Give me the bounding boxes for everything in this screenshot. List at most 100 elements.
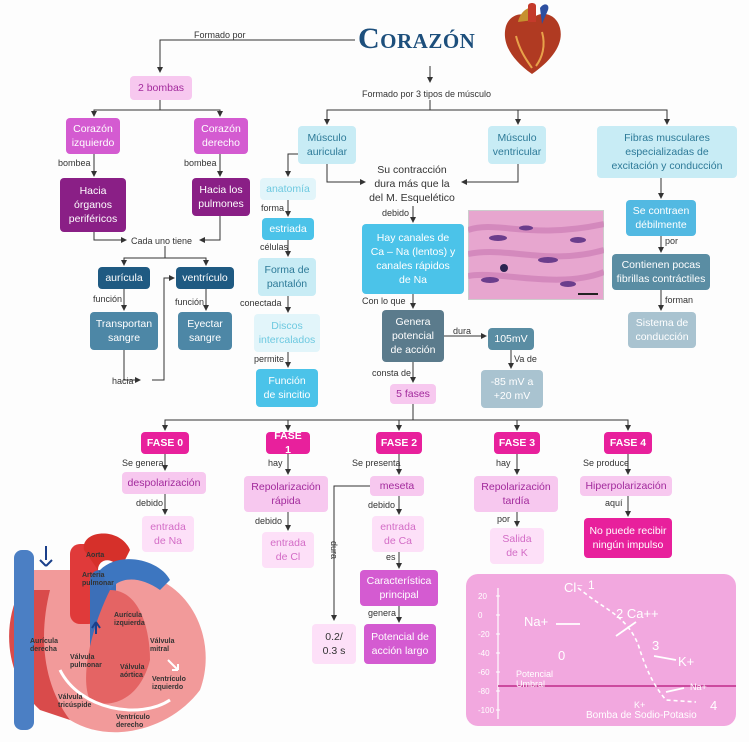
ap-label-three: 3: [652, 638, 660, 653]
label-conectada: conectada: [240, 298, 282, 308]
ap-label-cl: Cl⁻: [564, 580, 584, 595]
label-formado-3: Formado por 3 tipos de músculo: [362, 89, 492, 99]
label-genera: genera: [368, 608, 397, 618]
connector-line: [152, 275, 175, 381]
heart-label-auricula-derecha: Aurícula derecha: [30, 638, 59, 653]
node-entrada-cl: entrada de Cl: [262, 532, 314, 568]
node-potencial-largo: Potencial de acción largo: [364, 624, 436, 664]
node-105mv: 105mV: [488, 328, 534, 350]
label-con-lo-que: Con lo que: [362, 296, 406, 306]
label-se-presenta: Se presenta: [352, 458, 401, 468]
connector-line: [160, 109, 223, 117]
node-discos-intercalados: Discos intercalados: [254, 314, 320, 352]
heart-label-auricula-izquierda: Aurícula izquierda: [114, 612, 145, 627]
heart-label-ventriculo-izquierdo: Ventrículo izquierdo: [152, 676, 186, 691]
node-fase-0: FASE 0: [141, 432, 189, 454]
ap-curve: [577, 587, 697, 703]
node-caracteristica-principal: Característica principal: [360, 570, 438, 606]
muscle-histology-image: [468, 210, 604, 300]
label-funcion-1: función: [93, 294, 123, 304]
heart-label-valvula-tricuspide: Válvula tricúspide: [58, 694, 92, 709]
label-se-produce: Se produce: [583, 458, 630, 468]
node-contraccion: Su contracción dura más que la del M. Es…: [369, 163, 455, 205]
connector-line: [324, 100, 431, 125]
label-es: es: [386, 552, 396, 562]
ap-tick-label: 20: [478, 592, 487, 601]
node-fase-3: FASE 3: [494, 432, 540, 454]
node-rango-mv: -85 mV a +20 mV: [481, 370, 543, 408]
node-hacia-organos: Hacia órganos periféricos: [60, 178, 126, 232]
node-entrada-na: entrada de Na: [142, 516, 194, 552]
heart-label-arteria-pulmonar: Arteria pulmonar: [82, 572, 114, 587]
label-cada-uno: Cada uno tiene: [131, 236, 193, 246]
node-repolarizacion-rapida: Repolarización rápida: [244, 476, 328, 512]
label-por-3: por: [497, 514, 511, 524]
connector-line: [413, 419, 631, 431]
node-transportan-sangre: Transportan sangre: [90, 312, 158, 350]
connector-line: [396, 419, 413, 431]
heart-label-ventriculo-derecho: Ventrículo derecho: [116, 714, 150, 729]
ap-label-na-right: Na+: [690, 682, 707, 692]
node-repolarizacion-tardia: Repolarización tardía: [474, 476, 558, 512]
label-debido-1: debido: [255, 516, 283, 526]
node-duracion: 0.2/ 0.3 s: [312, 624, 356, 664]
node-fase-4: FASE 4: [604, 432, 652, 454]
heart-illustration: [504, 3, 561, 74]
ap-label-four: 4: [710, 698, 718, 713]
label-debido-2: debido: [368, 500, 396, 510]
connector-line: [413, 419, 520, 431]
node-eyectar-sangre: Eyectar sangre: [178, 312, 232, 350]
node-estriada: estriada: [262, 218, 314, 240]
label-hacia: hacia: [112, 376, 134, 386]
ap-label-k-bottom: K+: [634, 700, 646, 710]
node-musculo-auricular: Músculo auricular: [298, 126, 356, 164]
label-funcion-2: función: [175, 297, 205, 307]
connector-line: [285, 153, 298, 177]
label-se-genera: Se genera: [122, 458, 164, 468]
ap-tick-label: 0: [478, 611, 483, 620]
connector-line: [326, 164, 366, 185]
label-aqui: aquí: [605, 498, 623, 508]
connector-line: [157, 39, 355, 73]
node-musculo-ventricular: Músculo ventricular: [488, 126, 546, 164]
label-forma: forma: [261, 203, 285, 213]
ap-tick-label: -40: [478, 649, 490, 658]
ap-label-one: 1: [588, 578, 595, 592]
node-hacia-pulmones: Hacia los pulmones: [192, 178, 250, 216]
ap-tick-label: -100: [478, 706, 495, 715]
node-canales: Hay canales de Ca – Na (lentos) y canale…: [362, 224, 464, 294]
page-title: Corazón: [358, 22, 476, 55]
label-celulas: células: [260, 242, 289, 252]
node-fibras: Fibras musculares especializadas de exci…: [597, 126, 737, 178]
node-fase-2: FASE 2: [376, 432, 422, 454]
node-se-contraen: Se contraen débilmente: [626, 200, 696, 236]
label-consta-de: consta de: [372, 368, 412, 378]
heart-label-valvula-mitral: Válvula mitral: [150, 638, 175, 653]
connector-line: [331, 485, 370, 621]
heart-label-aorta: Aorta: [86, 552, 105, 559]
ap-tick-label: -60: [478, 668, 490, 677]
node-ventriculo: ventrículo: [176, 267, 234, 289]
node-fase-1: FASE 1: [266, 430, 310, 456]
heart-label-valvula-pulmonar: Válvula pulmonar: [70, 654, 102, 669]
heart-anatomy-diagram: Aorta Arteria pulmonar Aurícula izquierd…: [0, 530, 220, 737]
label-hay-1: hay: [268, 458, 283, 468]
ap-tick-label: -20: [478, 630, 490, 639]
label-hay-3: hay: [496, 458, 511, 468]
connector-line: [123, 350, 141, 383]
node-corazon-izquierdo: Corazón izquierdo: [66, 118, 120, 154]
node-forma-pantalon: Forma de pantalón: [258, 258, 316, 296]
ap-label-zero: 0: [558, 648, 566, 663]
connector-line: [430, 109, 521, 125]
node-hiperpolarizacion: Hiperpolarización: [580, 476, 672, 496]
node-genera-potencial: Genera potencial de acción: [382, 310, 444, 362]
node-auricula: aurícula: [98, 267, 150, 289]
connector-line: [93, 232, 127, 243]
ap-ion-arrow: [615, 621, 637, 637]
node-contienen-pocas: Contienen pocas fibrillas contráctiles: [612, 254, 710, 290]
ap-tick-label: -80: [478, 687, 490, 696]
label-bombea-1: bombea: [58, 158, 91, 168]
connector-line: [121, 246, 166, 266]
